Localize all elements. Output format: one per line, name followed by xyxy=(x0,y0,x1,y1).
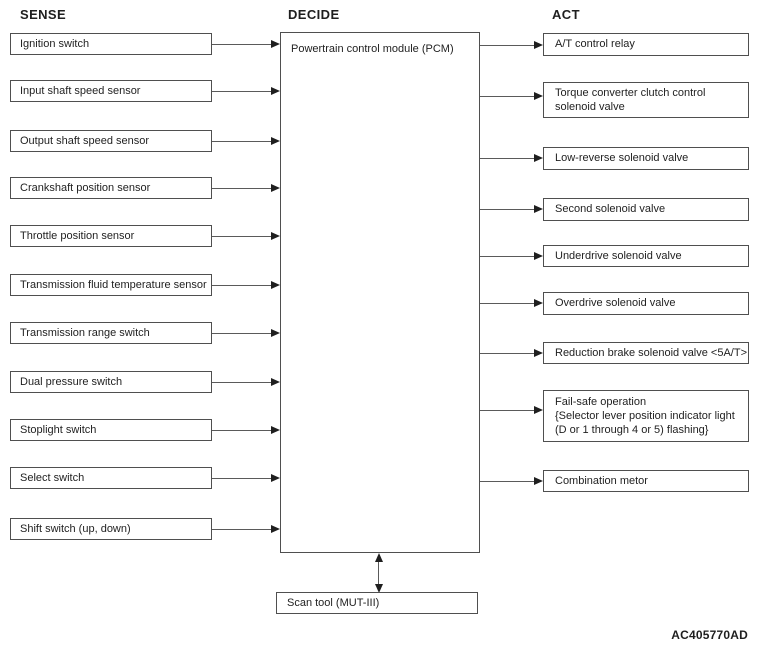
act-box-label: Combination metor xyxy=(555,474,648,487)
act-box-label: Second solenoid valve xyxy=(555,203,666,216)
sense-box-label: Ignition switch xyxy=(20,37,90,50)
arrow-pcm-scantool-bidirectional xyxy=(374,553,383,593)
arrow-input-shaft-speed-sensor-to-pcm xyxy=(212,87,280,95)
sense-box-dual-pressure-switch: Dual pressure switch xyxy=(10,371,212,393)
act-box-fail-safe-operation: Fail-safe operation {Selector lever posi… xyxy=(543,390,749,442)
sense-box-ignition-switch: Ignition switch xyxy=(10,33,212,55)
arrow-pcm-to-second-solenoid-valve xyxy=(480,205,543,213)
act-box-label: Overdrive solenoid valve xyxy=(555,297,676,310)
arrow-transmission-range-switch-to-pcm xyxy=(212,329,280,337)
figure-code: AC405770AD xyxy=(671,628,748,642)
sense-box-label: Stoplight switch xyxy=(20,423,97,436)
sense-box-shift-switch: Shift switch (up, down) xyxy=(10,518,212,540)
sense-box-label: Dual pressure switch xyxy=(20,375,123,388)
arrow-pcm-to-torque-converter-clutch-control-solenoid-valve xyxy=(480,92,543,100)
act-box-torque-converter-clutch-control-solenoid-valve: Torque converter clutch control solenoid… xyxy=(543,82,749,118)
sense-box-stoplight-switch: Stoplight switch xyxy=(10,419,212,441)
arrow-select-switch-to-pcm xyxy=(212,474,280,482)
sense-box-transmission-fluid-temperature-sensor: Transmission fluid temperature sensor xyxy=(10,274,212,296)
arrow-transmission-fluid-temperature-sensor-to-pcm xyxy=(212,281,280,289)
pcm-box: Powertrain control module (PCM) xyxy=(280,32,480,553)
sense-box-label: Throttle position sensor xyxy=(20,229,135,242)
column-heading-decide: DECIDE xyxy=(288,7,340,22)
arrow-dual-pressure-switch-to-pcm xyxy=(212,378,280,386)
arrow-output-shaft-speed-sensor-to-pcm xyxy=(212,137,280,145)
sense-box-label: Input shaft speed sensor xyxy=(20,84,141,97)
act-box-at-control-relay: A/T control relay xyxy=(543,33,749,56)
act-box-underdrive-solenoid-valve: Underdrive solenoid valve xyxy=(543,245,749,267)
column-heading-act: ACT xyxy=(552,7,580,22)
sense-box-label: Output shaft speed sensor xyxy=(20,134,150,147)
arrow-pcm-to-overdrive-solenoid-valve xyxy=(480,299,543,307)
arrow-pcm-to-underdrive-solenoid-valve xyxy=(480,252,543,260)
column-heading-sense: SENSE xyxy=(20,7,67,22)
sense-box-transmission-range-switch: Transmission range switch xyxy=(10,322,212,344)
arrow-pcm-to-low-reverse-solenoid-valve xyxy=(480,154,543,162)
arrow-stoplight-switch-to-pcm xyxy=(212,426,280,434)
sense-box-throttle-position-sensor: Throttle position sensor xyxy=(10,225,212,247)
act-box-label: Underdrive solenoid valve xyxy=(555,249,682,262)
scan-tool-label: Scan tool (MUT-III) xyxy=(287,596,380,609)
act-box-low-reverse-solenoid-valve: Low-reverse solenoid valve xyxy=(543,147,749,170)
sense-box-crankshaft-position-sensor: Crankshaft position sensor xyxy=(10,177,212,199)
sense-box-label: Transmission range switch xyxy=(20,326,150,339)
arrow-pcm-to-at-control-relay xyxy=(480,41,543,49)
sense-box-label: Select switch xyxy=(20,471,85,484)
sense-box-select-switch: Select switch xyxy=(10,467,212,489)
act-box-label: Low-reverse solenoid valve xyxy=(555,152,689,165)
arrow-shift-switch-to-pcm xyxy=(212,525,280,533)
act-box-combination-meter: Combination metor xyxy=(543,470,749,492)
act-box-reduction-brake-solenoid-valve: Reduction brake solenoid valve <5A/T> xyxy=(543,342,749,364)
arrow-pcm-to-reduction-brake-solenoid-valve xyxy=(480,349,543,357)
sense-box-label: Shift switch (up, down) xyxy=(20,522,131,535)
act-box-second-solenoid-valve: Second solenoid valve xyxy=(543,198,749,221)
sense-box-output-shaft-speed-sensor: Output shaft speed sensor xyxy=(10,130,212,152)
scan-tool-box: Scan tool (MUT-III) xyxy=(276,592,478,614)
arrow-throttle-position-sensor-to-pcm xyxy=(212,232,280,240)
arrow-ignition-switch-to-pcm xyxy=(212,40,280,48)
act-box-label: Reduction brake solenoid valve <5A/T> xyxy=(555,346,748,359)
arrow-crankshaft-position-sensor-to-pcm xyxy=(212,184,280,192)
sense-box-input-shaft-speed-sensor: Input shaft speed sensor xyxy=(10,80,212,102)
sense-box-label: Transmission fluid temperature sensor xyxy=(20,278,207,291)
act-box-label: A/T control relay xyxy=(555,38,635,51)
act-box-label: Fail-safe operation {Selector lever posi… xyxy=(555,395,735,437)
act-box-label: Torque converter clutch control solenoid… xyxy=(555,86,706,113)
arrow-pcm-to-combination-meter xyxy=(480,477,543,485)
arrow-pcm-to-fail-safe-operation xyxy=(480,406,543,414)
sense-box-label: Crankshaft position sensor xyxy=(20,181,151,194)
act-box-overdrive-solenoid-valve: Overdrive solenoid valve xyxy=(543,292,749,315)
pcm-label: Powertrain control module (PCM) xyxy=(291,43,454,55)
